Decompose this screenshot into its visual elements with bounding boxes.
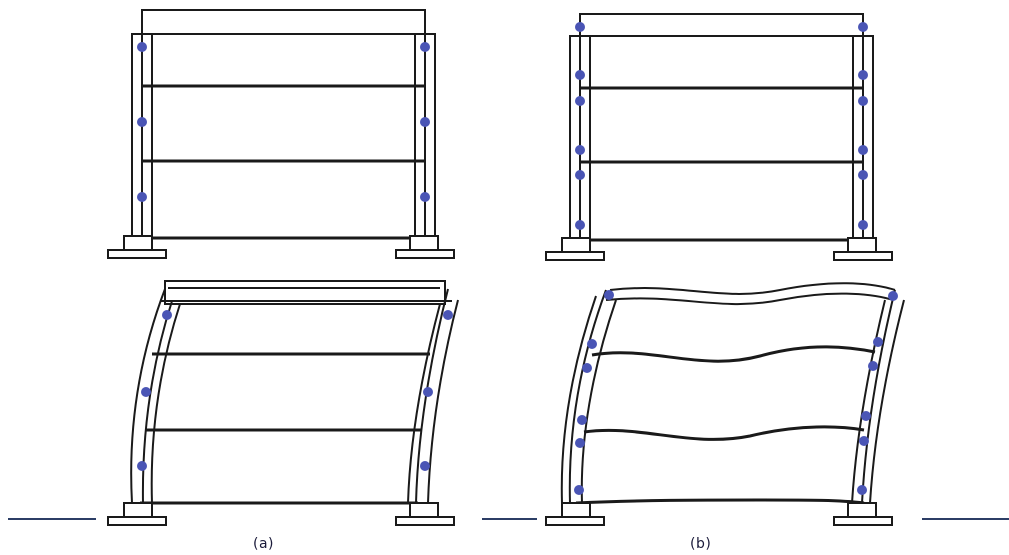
left-base (546, 252, 604, 260)
plastic-hinge (858, 96, 868, 106)
plastic-hinge (137, 192, 147, 202)
plastic-hinge (858, 22, 868, 32)
right-base (834, 517, 892, 525)
plastic-hinge (423, 387, 433, 397)
left-base (108, 250, 166, 258)
right-column (862, 290, 895, 503)
plastic-hinge (575, 170, 585, 180)
plastic-hinge (858, 145, 868, 155)
plastic-hinge (858, 220, 868, 230)
right-footing (848, 503, 876, 517)
floor-beam-1 (584, 427, 864, 440)
left-column (570, 290, 606, 503)
right-footing (410, 236, 438, 250)
left-column (131, 289, 165, 503)
plastic-hinge (137, 461, 147, 471)
plastic-hinge (137, 117, 147, 127)
plastic-hinge (858, 170, 868, 180)
frame-b-undeformed (546, 14, 892, 260)
plastic-hinge (859, 436, 869, 446)
frame-a-deformed (108, 281, 458, 525)
plastic-hinge (888, 291, 898, 301)
right-column (416, 289, 448, 503)
roof-beam (142, 10, 425, 34)
plastic-hinge (162, 310, 172, 320)
frame-a-undeformed (108, 10, 454, 258)
plastic-hinge (587, 339, 597, 349)
plastic-hinge (858, 70, 868, 80)
hinges-a-deformed (137, 310, 453, 471)
plastic-hinge (604, 290, 614, 300)
right-footing (410, 503, 438, 517)
plastic-hinge (443, 310, 453, 320)
left-footing (124, 236, 152, 250)
plastic-hinge (420, 117, 430, 127)
caption-a: (a) (253, 536, 275, 552)
plastic-hinge (575, 22, 585, 32)
hinges-b-deformed (574, 290, 898, 495)
left-footing (562, 238, 590, 252)
floor-beam-2 (592, 347, 875, 361)
right-base (834, 252, 892, 260)
plastic-hinge (577, 415, 587, 425)
left-footing (562, 503, 590, 517)
right-base (396, 250, 454, 258)
plastic-hinge (575, 70, 585, 80)
plastic-hinge (861, 411, 871, 421)
left-footing (124, 503, 152, 517)
right-base (396, 517, 454, 525)
plastic-hinge (137, 42, 147, 52)
hinges-a-undeformed (137, 42, 430, 202)
hinges-b-undeformed (575, 22, 868, 230)
plastic-hinge (420, 192, 430, 202)
plastic-hinge (141, 387, 151, 397)
frame-b-deformed (546, 283, 904, 525)
left-base (108, 517, 166, 525)
roof-beam (610, 283, 895, 294)
plastic-hinge (873, 337, 883, 347)
plastic-hinge (420, 461, 430, 471)
plastic-hinge (574, 485, 584, 495)
caption-b: (b) (690, 536, 712, 552)
plastic-hinge (868, 361, 878, 371)
plastic-hinge (575, 145, 585, 155)
plastic-hinge (575, 96, 585, 106)
ground-beam (576, 500, 864, 503)
plastic-hinge (582, 363, 592, 373)
left-base (546, 517, 604, 525)
plastic-hinge (575, 438, 585, 448)
right-footing (848, 238, 876, 252)
roof-beam (580, 14, 863, 36)
plastic-hinge (857, 485, 867, 495)
plastic-hinge (420, 42, 430, 52)
plastic-hinge (575, 220, 585, 230)
